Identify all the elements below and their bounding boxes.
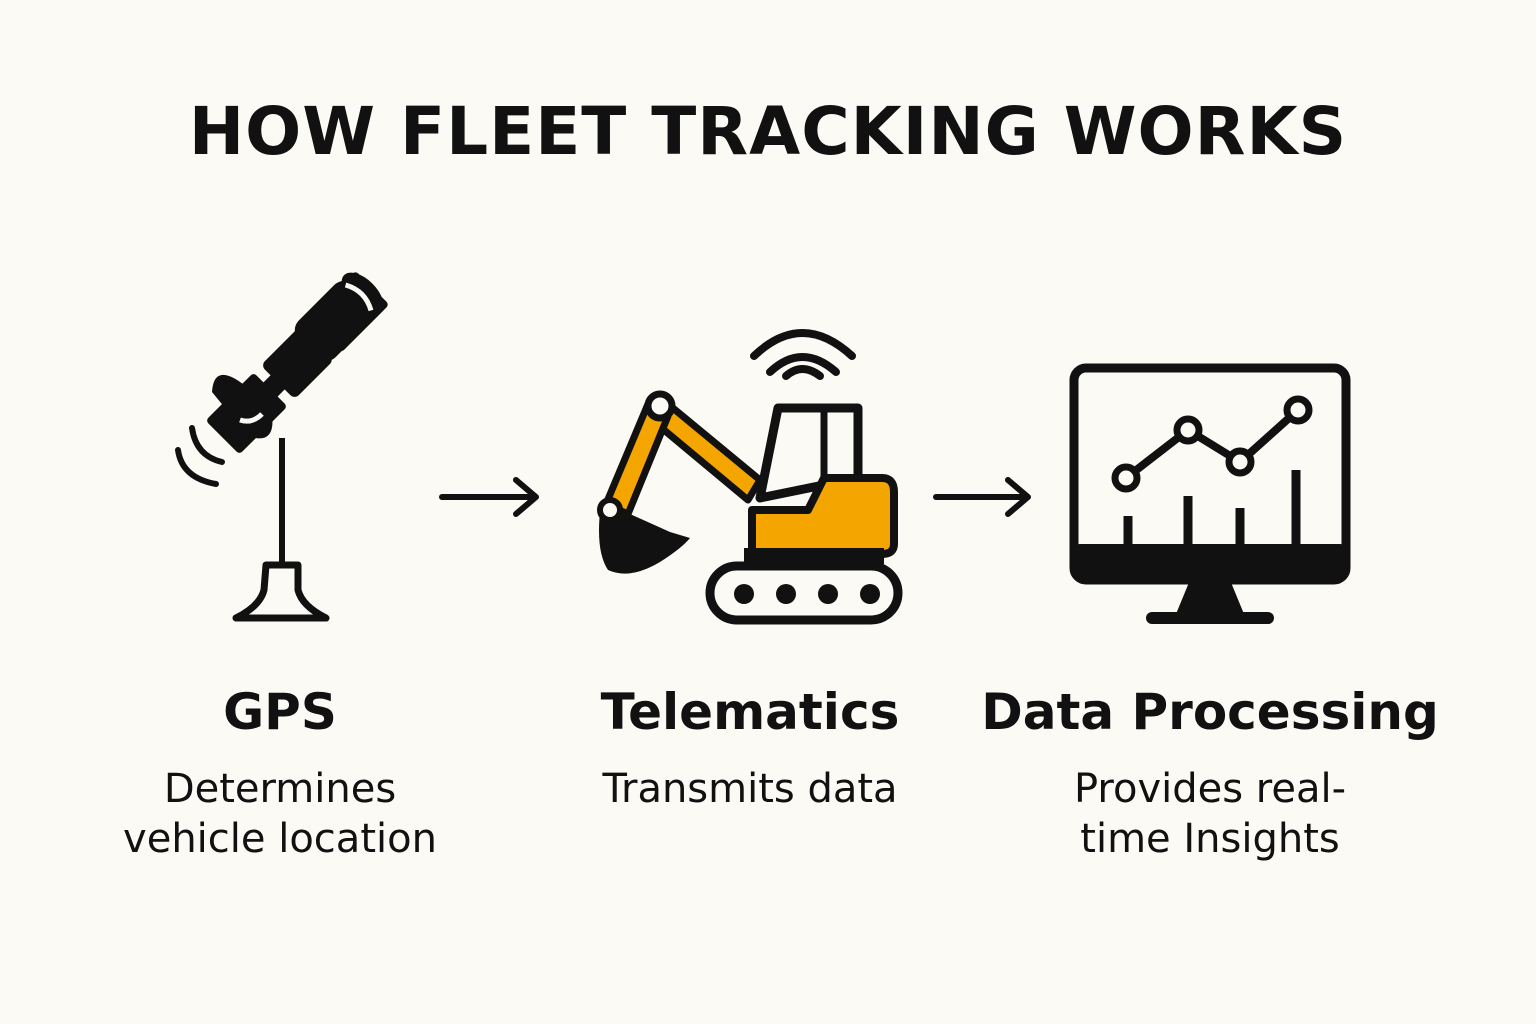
satellite-gps-icon bbox=[175, 272, 388, 622]
step-description-telematics: Transmits data bbox=[602, 766, 898, 812]
step-description-data-processing: Provides real-time Insights bbox=[1073, 766, 1347, 862]
monitor-chart-icon bbox=[1069, 363, 1351, 624]
step-title-telematics: Telematics bbox=[600, 683, 900, 741]
excavator-icon bbox=[597, 329, 903, 625]
page-title: HOW FLEET TRACKING WORKS bbox=[188, 93, 1348, 170]
arrow-right-icon bbox=[439, 477, 539, 517]
step-title-data-processing: Data Processing bbox=[981, 683, 1439, 741]
step-title-gps: GPS bbox=[223, 683, 337, 741]
arrow-right-icon bbox=[933, 477, 1031, 517]
step-description-gps: Determines vehicle location bbox=[123, 766, 437, 862]
